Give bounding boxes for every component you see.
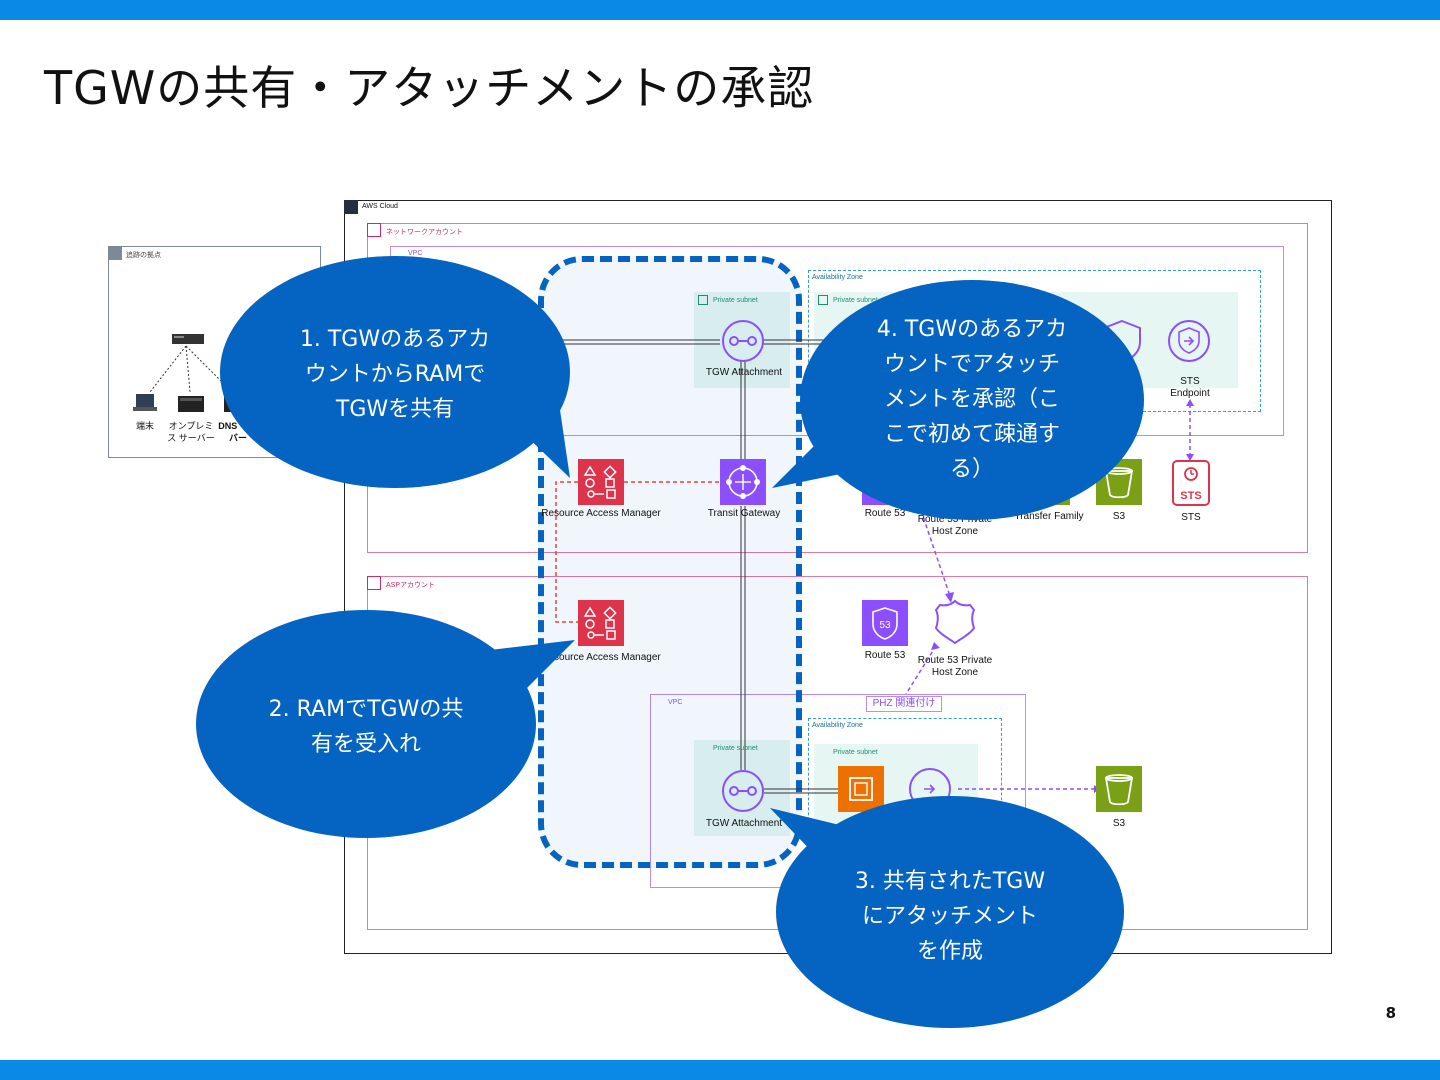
asp-s3-label: S3 <box>1112 818 1126 829</box>
onprem-group-label: 追跡の拠点 <box>126 252 161 259</box>
onprem-badge <box>108 246 122 260</box>
sts-endpoint-label: STS Endpoint <box>1170 376 1210 399</box>
asp-tgw-attachment-label: TGW Attachment <box>705 818 783 829</box>
callout-4-line-3: メントを承認（こ <box>883 387 1060 412</box>
asp-subnet-tgw-label: Private subnet <box>713 745 758 752</box>
asp-account-label: ASPアカウント <box>386 582 436 589</box>
network-account-badge <box>367 223 381 237</box>
callout-3-line-3: を作成 <box>916 939 983 964</box>
ram-label: Resource Access Manager <box>541 508 661 519</box>
sts-label: STS <box>1181 512 1201 523</box>
asp-tgw-attachment-icon <box>722 770 764 812</box>
asp-route53-icon: 53 <box>862 600 908 646</box>
tgw-attachment-label: TGW Attachment <box>705 367 783 378</box>
route53-phz-label: Route 53 Private Host Zone <box>917 514 993 537</box>
asp-az-label: Availability Zone <box>812 722 863 729</box>
onprem-server-icon <box>178 396 204 412</box>
network-subnet-endpoints-badge <box>818 295 828 305</box>
ec2-icon <box>838 766 884 812</box>
asp-phz-icon <box>934 599 976 645</box>
s3-icon <box>1096 459 1142 505</box>
onprem-server-label: オンプレミス サーバー <box>167 421 215 443</box>
client-label: 端末 <box>135 421 154 431</box>
asp-ram-label: Resource Access Manager <box>541 652 661 663</box>
tgw-attachment-icon <box>722 320 764 362</box>
callout-4-line-2: ウントでアタッチ <box>883 352 1060 377</box>
top-accent-bar <box>0 0 1440 20</box>
asp-vpc-label: VPC <box>668 699 683 706</box>
callout-4: 4. TGWのあるアカ ウントでアタッチ メントを承認（こ こで初めて疎通す る… <box>800 312 1144 487</box>
phz-association-label: PHZ 関連付け <box>872 698 936 709</box>
callout-4-line-1: 4. TGWのあるアカ <box>876 317 1068 342</box>
asp-phz-label: Route 53 Private Host Zone <box>917 655 993 678</box>
callout-2-line-1: 2. RAMでTGWの共 <box>268 697 464 722</box>
laptop-icon <box>133 394 157 411</box>
transit-gateway-icon <box>720 459 766 505</box>
network-vpc-label: VPC <box>408 250 423 257</box>
sts-badge-text: STS <box>1180 490 1202 502</box>
network-subnet-endpoints-label: Private subnet <box>833 297 878 304</box>
callout-4-line-5: る） <box>949 457 994 482</box>
network-subnet-tgw-label: Private subnet <box>713 297 758 304</box>
sts-icon <box>1172 460 1210 506</box>
callout-1-line-3: TGWを共有 <box>335 397 455 422</box>
callout-2-line-2: 有を受入れ <box>310 732 421 757</box>
asp-ram-icon <box>578 600 624 646</box>
sts-endpoint-icon <box>1168 320 1210 362</box>
asp-account-badge <box>367 576 381 590</box>
transfer-family-label: Transfer Family <box>1014 511 1084 522</box>
asp-subnet-tgw <box>694 740 790 836</box>
ram-icon <box>578 459 624 505</box>
svg-text:53: 53 <box>879 620 891 631</box>
network-subnet-tgw-badge <box>698 295 708 305</box>
callout-1-line-1: 1. TGWのあるアカ <box>299 327 491 352</box>
tgw-highlight-region <box>538 256 802 868</box>
network-switch-icon <box>172 334 204 344</box>
callout-3: 3. 共有されたTGW にアタッチメント を作成 <box>776 864 1124 969</box>
asp-s3-icon <box>1096 766 1142 812</box>
aws-cloud-label: AWS Cloud <box>362 203 398 210</box>
aws-cloud-badge <box>344 200 358 214</box>
dns-server-label: DNS サーバー <box>218 421 258 443</box>
callout-3-line-2: にアタッチメント <box>861 904 1038 929</box>
bottom-accent-bar <box>0 1060 1440 1080</box>
callout-3-line-1: 3. 共有されたTGW <box>854 869 1046 894</box>
callout-2: 2. RAMでTGWの共 有を受入れ <box>196 692 536 762</box>
callout-4-line-4: こで初めて疎通す <box>883 422 1060 447</box>
page-title: TGWの共有・アタッチメントの承認 <box>44 61 815 115</box>
page-number: 8 <box>1385 1004 1396 1022</box>
transit-gateway-label: Transit Gateway <box>707 508 781 519</box>
route53-label: Route 53 <box>864 508 906 519</box>
network-az-label: Availability Zone <box>812 274 863 281</box>
s3-label: S3 <box>1112 511 1126 522</box>
phz-association-tag <box>866 696 942 712</box>
network-account-label: ネットワークアカウント <box>386 229 463 236</box>
asp-subnet-compute-label: Private subnet <box>833 749 878 756</box>
callout-1-line-2: ウントからRAMで <box>304 362 486 387</box>
callout-1: 1. TGWのあるアカ ウントからRAMで TGWを共有 <box>220 322 570 427</box>
asp-route53-label: Route 53 <box>864 650 906 661</box>
